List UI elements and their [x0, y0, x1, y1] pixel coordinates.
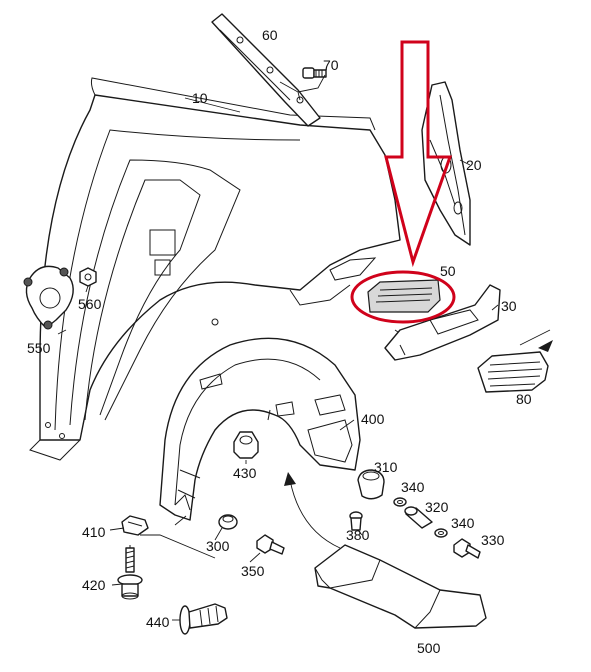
pressure-vent-part-50[interactable] — [367, 279, 441, 313]
washer-part-340-a[interactable] — [393, 497, 407, 507]
label-430: 430 — [233, 465, 257, 481]
label-50: 50 — [440, 263, 456, 279]
highlight-annotation — [350, 40, 456, 324]
bolt-part-350[interactable] — [256, 534, 285, 555]
push-rivet-part-440[interactable] — [179, 603, 228, 635]
label-70: 70 — [323, 57, 339, 73]
label-80: 80 — [516, 391, 532, 407]
label-380: 380 — [346, 527, 370, 543]
label-300: 300 — [206, 538, 230, 554]
part-labels: 60 70 10 20 50 30 80 560 550 400 430 310… — [27, 27, 532, 656]
label-550: 550 — [27, 340, 51, 356]
grommet-part-310[interactable] — [357, 469, 385, 500]
rear-panel-part-20[interactable] — [421, 81, 471, 246]
label-310: 310 — [374, 459, 398, 475]
label-30: 30 — [501, 298, 517, 314]
label-10: 10 — [192, 90, 208, 106]
bracket-part-550[interactable] — [23, 265, 74, 330]
label-340-a: 340 — [401, 479, 425, 495]
bolt-part-330[interactable] — [453, 538, 481, 559]
rear-lower-panel-part-30[interactable] — [384, 284, 501, 361]
label-400: 400 — [361, 411, 385, 427]
label-350: 350 — [241, 563, 265, 579]
label-560: 560 — [78, 296, 102, 312]
spacer-part-380[interactable] — [349, 511, 363, 531]
screw-part-420[interactable] — [117, 545, 143, 600]
label-340-b: 340 — [451, 515, 475, 531]
label-410: 410 — [82, 524, 106, 540]
washer-part-340-b[interactable] — [434, 528, 448, 538]
assembly-arrow — [284, 472, 341, 549]
clip-part-300[interactable] — [218, 514, 238, 530]
leader-lines — [57, 74, 499, 621]
clip-part-410[interactable] — [121, 515, 149, 536]
label-440: 440 — [146, 614, 170, 630]
spacer-part-430[interactable] — [233, 431, 259, 459]
wheel-arch-liner-part-400[interactable] — [159, 337, 361, 521]
label-500: 500 — [417, 640, 441, 656]
nut-part-560[interactable] — [79, 267, 97, 287]
label-320: 320 — [425, 499, 449, 515]
vent-part-80[interactable] — [477, 329, 553, 393]
bolt-part-70[interactable] — [302, 67, 327, 79]
insulation-part-500[interactable] — [314, 544, 487, 629]
label-330: 330 — [481, 532, 505, 548]
label-420: 420 — [82, 577, 106, 593]
sleeve-part-320[interactable] — [404, 506, 433, 529]
label-20: 20 — [466, 157, 482, 173]
roof-rail-strip-part-60[interactable] — [211, 13, 321, 127]
label-60: 60 — [262, 27, 278, 43]
